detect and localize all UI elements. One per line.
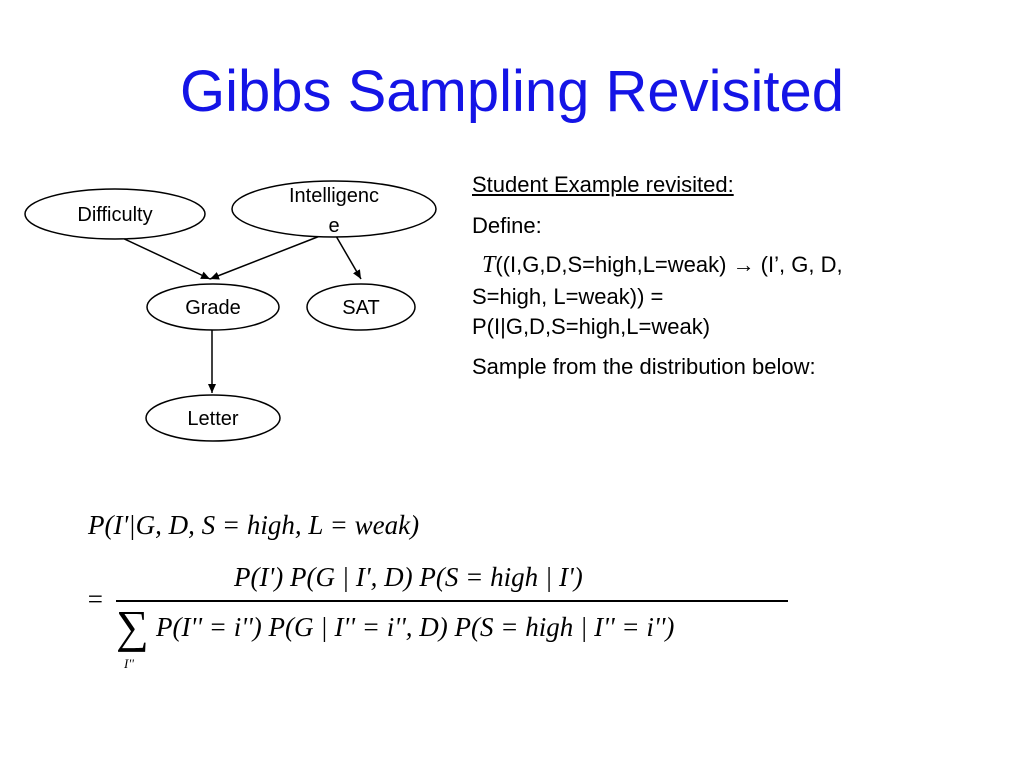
node-difficulty: Difficulty [24, 188, 206, 240]
formula-numerator: P(I') P(G | I', D) P(S = high | I') [234, 562, 583, 592]
formula-denominator: P(I'' = i'') P(G | I'' = i'', D) P(S = h… [156, 612, 675, 642]
define-label: Define: [472, 213, 542, 238]
node-sat: SAT [306, 283, 416, 331]
edge-intelligence-grade [209, 235, 321, 280]
summation-symbol: ∑ [116, 601, 149, 652]
edge-difficulty-grade [117, 235, 211, 280]
slide-title: Gibbs Sampling Revisited [179, 59, 845, 124]
fraction-bar [116, 600, 788, 602]
sample-instruction: Sample from the distribution below: [472, 354, 816, 379]
node-letter-label: Letter [187, 408, 238, 430]
node-intelligence-label-line2: e [328, 215, 339, 237]
transition-line-1: ((I,G,D,S=high,L=weak) → (I’, G, D, [495, 252, 843, 277]
node-grade: Grade [146, 283, 280, 331]
section-subtitle: Student Example revisited: [472, 172, 734, 197]
formula-lhs: P(I'|G, D, S = high, L = weak) [88, 510, 420, 540]
transition-line-3: P(I|G,D,S=high,L=weak) [472, 314, 711, 339]
transition-symbol: T [482, 252, 496, 278]
formula-equals: = [86, 584, 105, 614]
node-intelligence-label-line1: Intelligenc [289, 185, 379, 207]
transition-line-2: S=high, L=weak)) = [472, 284, 664, 309]
transition-definition: T((I,G,D,S=high,L=weak) → (I’, G, D, [472, 248, 992, 282]
node-letter: Letter [145, 394, 281, 442]
node-sat-label: SAT [342, 297, 379, 319]
node-difficulty-label: Difficulty [77, 204, 152, 226]
node-grade-label: Grade [185, 297, 241, 319]
summation-index: I'' [124, 656, 134, 671]
edge-intelligence-sat [335, 235, 362, 280]
node-intelligence: Intelligenc e [231, 180, 437, 238]
explanation-text: Student Example revisited: Define: T((I,… [472, 168, 992, 383]
